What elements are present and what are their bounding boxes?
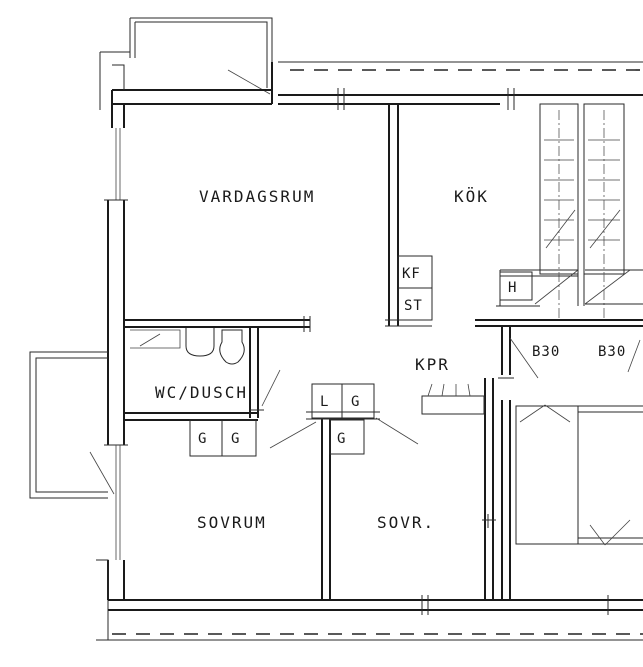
fixture-label-kf: KF [402,266,421,282]
closets [189,369,419,457]
fixture-label-g-closet: G [351,394,360,410]
kitchen-fixtures [397,255,533,321]
top-exterior-wall [99,51,643,110]
fixture-label-l: L [320,394,329,410]
left-balcony [29,351,115,499]
fixture-label-g-bath-1: G [198,431,207,447]
room-label-sovrum: SOVRUM [197,513,267,532]
room-label-kpr: KPR [415,355,450,374]
fixture-label-b30-left: B30 [532,344,560,360]
interior-walls [124,104,643,600]
left-exterior-wall [96,90,128,640]
room-label-kok: KÖK [454,187,489,206]
top-balcony [129,17,273,95]
stair-shafts [496,103,643,320]
fixture-label-g-sovr: G [337,431,346,447]
fixture-label-g-bath-2: G [231,431,240,447]
wc-fixtures [130,328,245,365]
kpr-shelf [421,383,485,415]
fixture-label-b30-right: B30 [598,344,626,360]
shaft-area [509,337,643,546]
fixture-label-h: H [508,280,517,296]
room-label-vardagsrum: VARDAGSRUM [199,187,315,206]
room-label-sovr: SOVR. [377,513,435,532]
fixture-label-st: ST [404,298,423,314]
bottom-exterior-wall [96,595,643,641]
room-label-wc-dusch: WC/DUSCH [155,383,248,402]
